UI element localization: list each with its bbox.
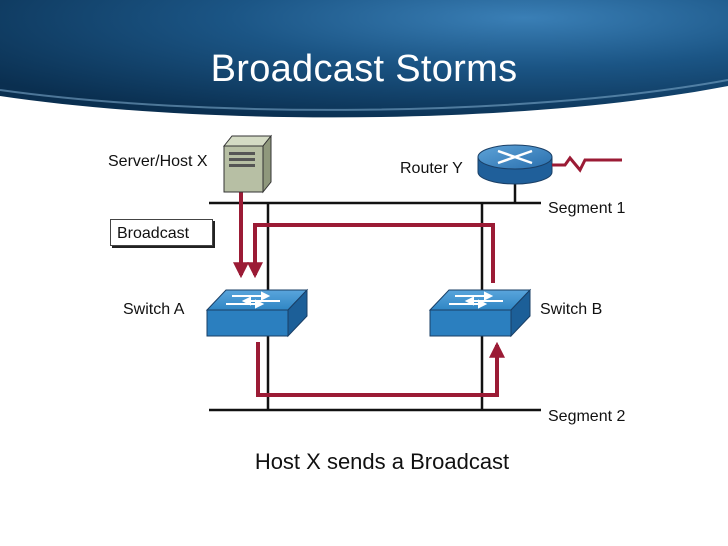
- switch-a-icon: [205, 288, 309, 338]
- diagram-caption: Host X sends a Broadcast: [254, 449, 510, 474]
- router-label: Router Y: [400, 160, 463, 177]
- slide-title: Broadcast Storms: [210, 48, 518, 90]
- broadcast-paths: [233, 192, 505, 397]
- server-label: Server/Host X: [108, 153, 208, 170]
- segment-1-label: Segment 1: [548, 200, 626, 217]
- arrow-loop-upper: [247, 223, 495, 283]
- switch-b-label: Switch B: [540, 301, 603, 318]
- segment-2-label: Segment 2: [548, 408, 626, 425]
- router-icon: [477, 144, 622, 185]
- switch-b-icon: [428, 288, 532, 338]
- broadcast-label-box: Broadcast: [110, 219, 213, 246]
- title-band: Broadcast Storms: [0, 0, 728, 120]
- title-background: [0, 0, 728, 120]
- switch-a-label: Switch A: [123, 301, 185, 318]
- server-icon: [222, 134, 273, 194]
- arrow-loop-lower: [256, 341, 505, 397]
- broadcast-label: Broadcast: [117, 225, 190, 242]
